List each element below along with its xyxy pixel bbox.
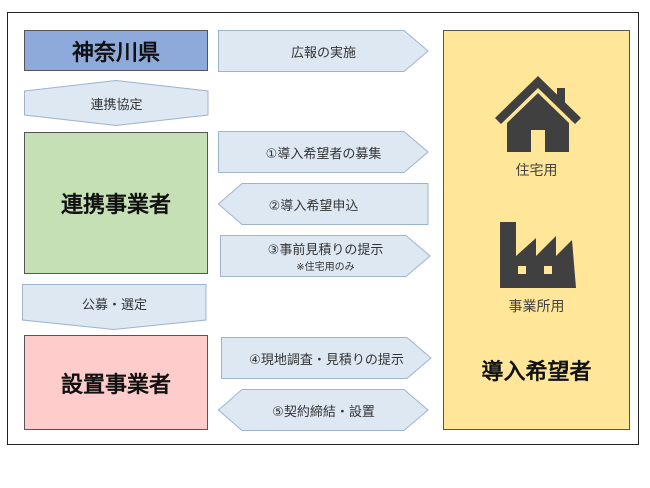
arrow-agreement: 連携協定 [24,80,209,126]
step3-note: ※住宅用のみ [296,262,355,273]
prefecture-label: 神奈川県 [71,40,160,66]
arrow-step4: ④現地調査・見積りの提示 [221,337,432,379]
recruit-label: 公募・選定 [81,297,147,313]
applicant-label: 導入希望者 [481,360,592,385]
arrow-step5: ⑤契約締結・設置 [218,389,429,431]
business-label: 事業所用 [508,299,565,315]
prefecture-box: 神奈川県 [24,30,208,71]
step2-label: ②導入希望申込 [268,198,359,214]
house-icon [495,76,581,156]
arrow-publicity: 広報の実施 [218,30,429,72]
step3-label: ③事前見積りの提示 [267,243,384,258]
arrow-step3: ③事前見積りの提示 ※住宅用のみ [220,235,431,277]
factory-icon [500,222,576,292]
publicity-label: 広報の実施 [290,45,356,61]
diagram-frame [7,12,639,445]
arrow-recruit: 公募・選定 [22,284,207,330]
step1-label: ①導入希望者の募集 [265,146,382,162]
installer-box: 設置事業者 [24,335,208,430]
installer-label: 設置事業者 [60,372,171,398]
agreement-label: 連携協定 [90,97,143,113]
arrow-step2: ②導入希望申込 [218,183,429,225]
step5-label: ⑤契約締結・設置 [272,404,375,420]
partner-label: 連携事業者 [60,193,171,218]
residential-label: 住宅用 [515,163,558,179]
partner-box: 連携事業者 [24,132,208,274]
step4-label: ④現地調査・見積りの提示 [249,352,404,368]
arrow-step1: ①導入希望者の募集 [218,131,429,173]
